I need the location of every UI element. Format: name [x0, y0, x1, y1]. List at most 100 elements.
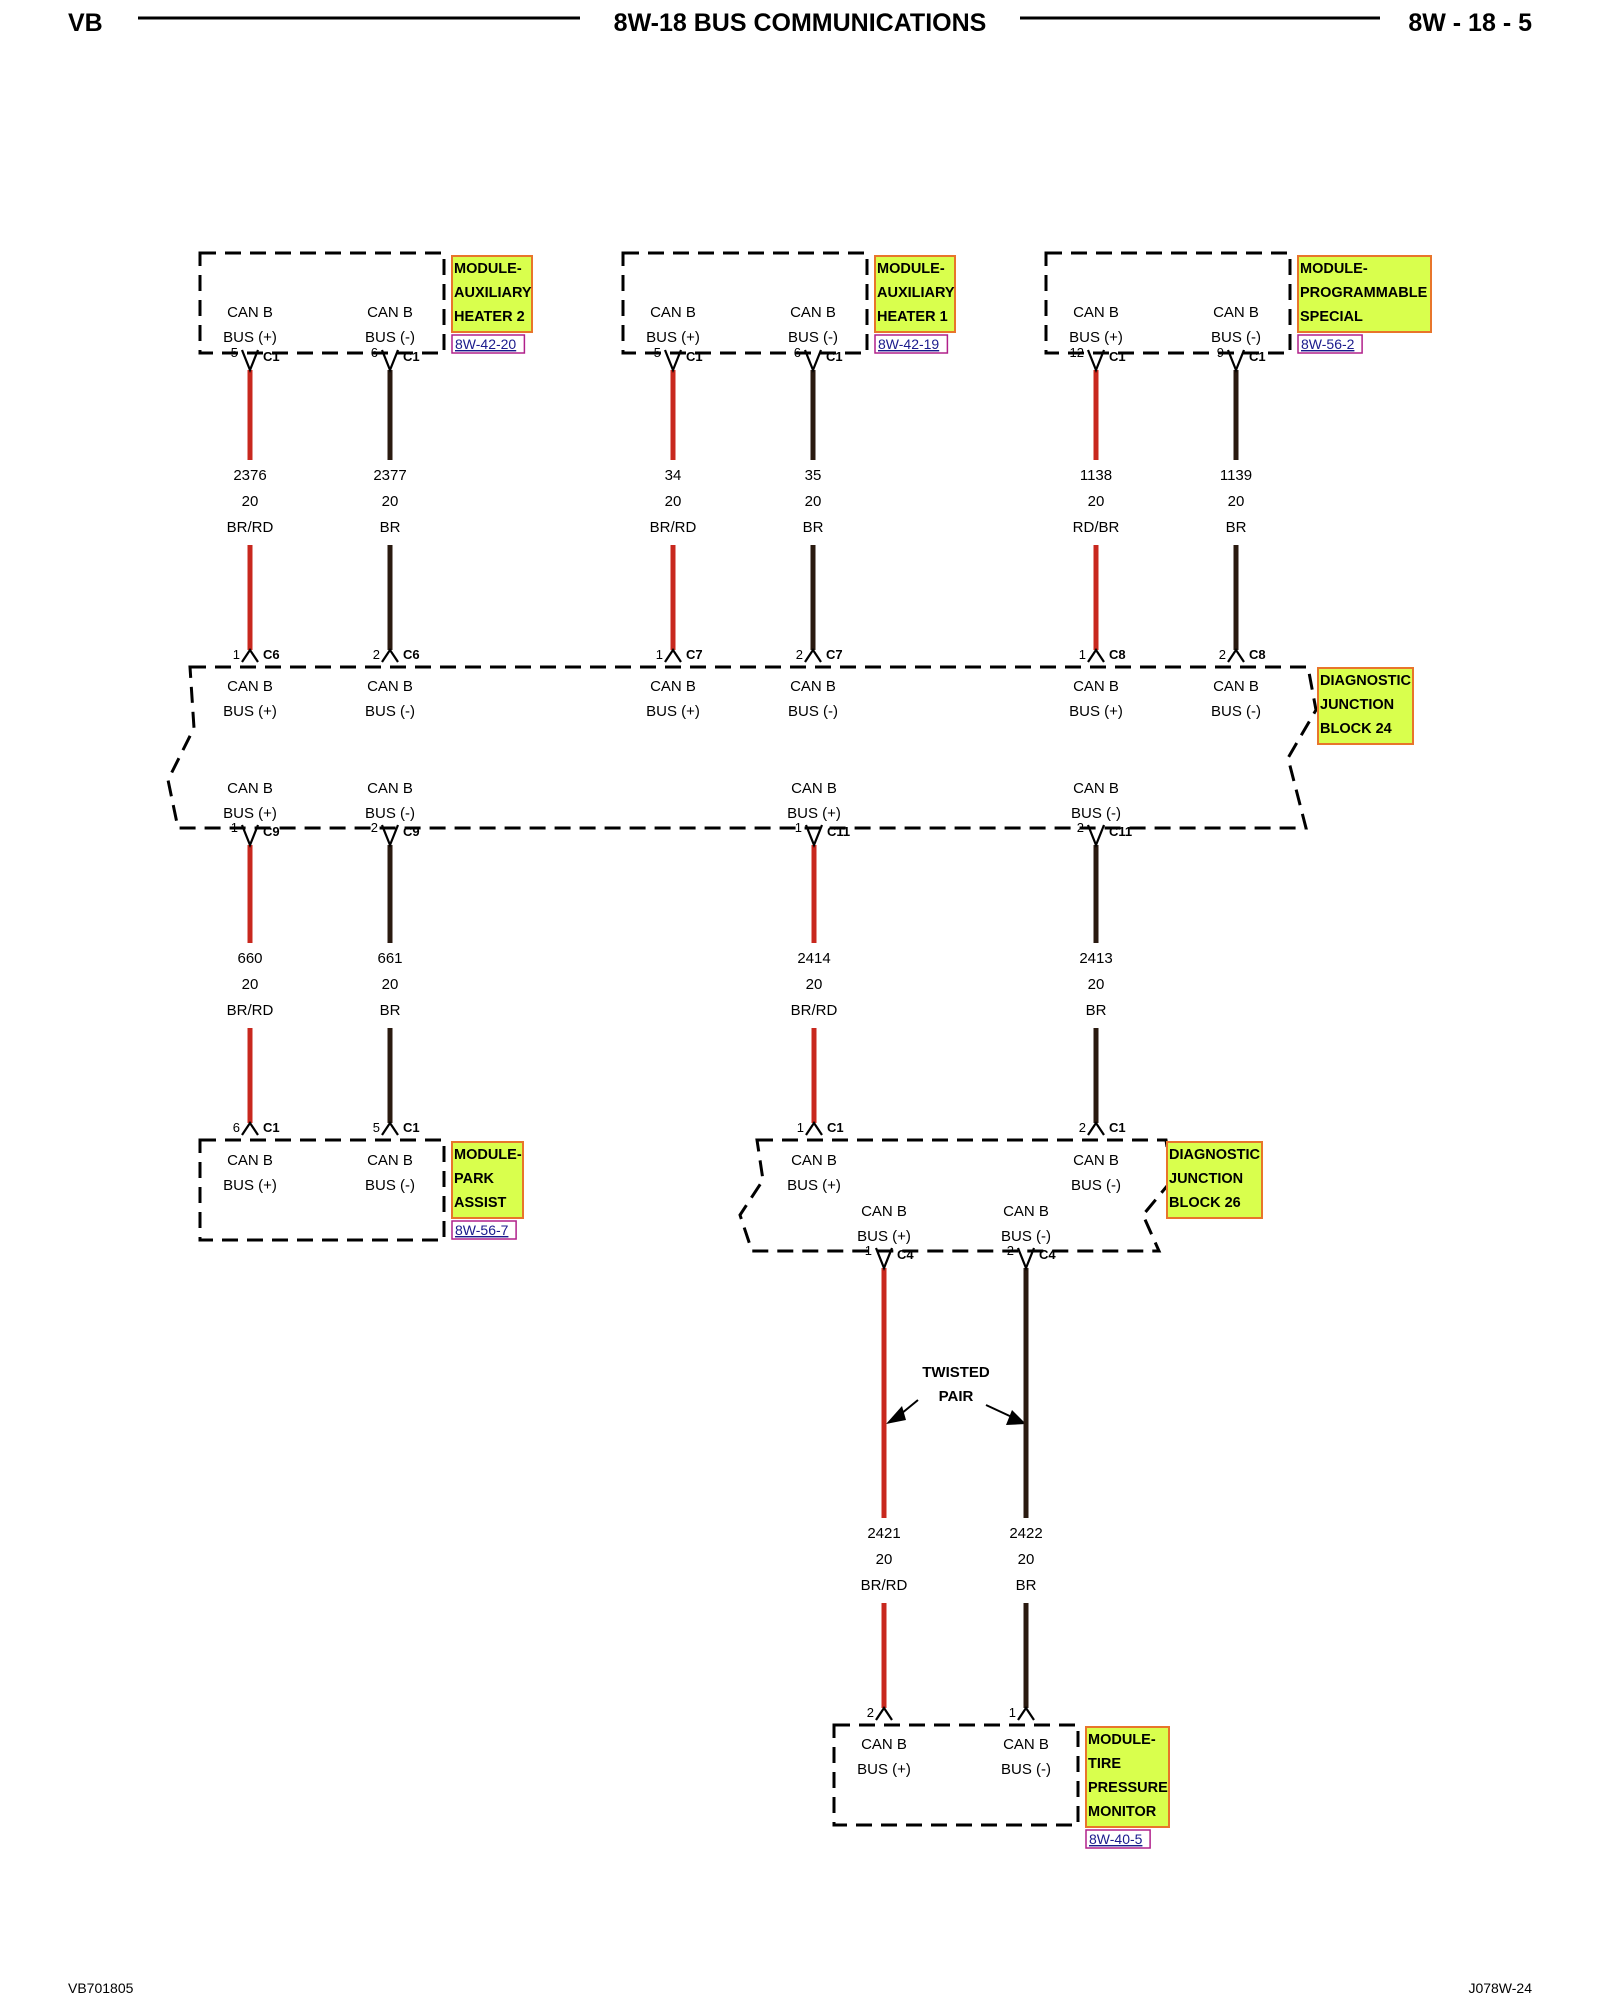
- tpm-box[interactable]: [832, 1723, 1080, 1827]
- park-assist-box[interactable]: [198, 1138, 446, 1242]
- aux-heater-1-title-line: AUXILIARY: [877, 285, 955, 301]
- aux-heater-1-ref-box[interactable]: [874, 334, 949, 354]
- park-assist-ref-box[interactable]: [451, 1220, 517, 1240]
- programmable-special-bus-plus-label: BUS (+): [1069, 329, 1123, 346]
- circuit-2421-gauge: 20: [876, 1551, 893, 1568]
- header-left: VB: [68, 9, 103, 37]
- djb-26-bus-plus-label: BUS (+): [787, 1177, 841, 1194]
- circuit-1139-number: 1139: [1220, 467, 1252, 484]
- aux-heater-1-callout[interactable]: [874, 255, 956, 333]
- programmable-special-title-line: MODULE-: [1300, 261, 1368, 277]
- djb-26-can-b-label: CAN B: [1073, 1152, 1119, 1169]
- connector-2376-top: C1: [263, 349, 280, 364]
- connector-660-top: C9: [263, 824, 280, 839]
- aux-heater-2-title-line: MODULE-: [454, 261, 522, 277]
- programmable-special-box[interactable]: [1044, 251, 1292, 355]
- djb-24-can-b-label: CAN B: [1213, 678, 1259, 695]
- aux-heater-2-bus-plus-label: BUS (+): [223, 329, 277, 346]
- pin-660-top: 1: [231, 820, 238, 835]
- djb-24-can-b-label: CAN B: [650, 678, 696, 695]
- terminal-2413-bottom: [1087, 1121, 1105, 1136]
- pair-label: PAIR: [939, 1388, 974, 1405]
- djb-24-can-b-label: CAN B: [367, 678, 413, 695]
- djb-24-box[interactable]: [166, 665, 1318, 830]
- djb-26-box[interactable]: [738, 1138, 1174, 1253]
- programmable-special-ref-link[interactable]: 8W-56-2: [1301, 336, 1355, 352]
- djb-24-title-line: DIAGNOSTIC: [1320, 673, 1412, 689]
- pin-2377-bottom: 2: [373, 647, 380, 662]
- tpm-title-line: MONITOR: [1088, 1804, 1157, 1820]
- connector-1138-bottom: C8: [1109, 647, 1126, 662]
- terminal-2414-bottom: [805, 1121, 823, 1136]
- programmable-special-title-line: SPECIAL: [1300, 309, 1363, 325]
- connector-35-top: C1: [826, 349, 843, 364]
- aux-heater-2-box[interactable]: [198, 251, 446, 355]
- terminal-1138-bottom: [1087, 648, 1105, 663]
- aux-heater-2-can-b-label: CAN B: [227, 304, 273, 321]
- connector-2377-top: C1: [403, 349, 420, 364]
- djb-26-bus-minus-label: BUS (-): [1071, 1177, 1121, 1194]
- terminal-2377-top: [380, 349, 400, 373]
- djb-24-title-line: BLOCK 24: [1320, 721, 1392, 737]
- park-assist-bus-plus-label: BUS (+): [223, 1177, 277, 1194]
- djb-24-bus-plus-label: BUS (+): [787, 805, 841, 822]
- pin-661-bottom: 5: [373, 1120, 380, 1135]
- connector-2413-top: C11: [1109, 824, 1132, 839]
- tpm-bus-plus-label: BUS (+): [857, 1761, 911, 1778]
- page-header: VB 8W-18 BUS COMMUNICATIONS 8W - 18 - 5: [68, 9, 1532, 37]
- pin-661-top: 2: [371, 820, 378, 835]
- twisted-label: TWISTED: [922, 1364, 990, 1381]
- circuit-1138-color: RD/BR: [1073, 519, 1120, 536]
- twisted-pair-note: TWISTED PAIR: [886, 1364, 1026, 1425]
- circuit-660-gauge: 20: [242, 976, 259, 993]
- circuit-2377-gauge: 20: [382, 493, 399, 510]
- aux-heater-1-box[interactable]: [621, 251, 869, 355]
- terminal-34-bottom: [664, 648, 682, 663]
- aux-heater-2-callout[interactable]: [451, 255, 533, 333]
- tpm-callout[interactable]: [1085, 1726, 1170, 1828]
- connector-35-bottom: C7: [826, 647, 843, 662]
- connector-660-bottom: C1: [263, 1120, 280, 1135]
- circuit-2413-number: 2413: [1079, 950, 1112, 967]
- programmable-special-bus-minus-label: BUS (-): [1211, 329, 1261, 346]
- park-assist-callout[interactable]: [451, 1141, 524, 1219]
- djb-26-title-line: JUNCTION: [1169, 1171, 1243, 1187]
- pin-1138-bottom: 1: [1079, 647, 1086, 662]
- djb-24-can-b-label: CAN B: [367, 780, 413, 797]
- tpm-title-line: TIRE: [1088, 1756, 1121, 1772]
- aux-heater-2-ref-box[interactable]: [451, 334, 526, 354]
- djb-24-callout[interactable]: [1317, 667, 1414, 745]
- connector-2414-bottom: C1: [827, 1120, 844, 1135]
- djb-24-bus-plus-label: BUS (+): [223, 805, 277, 822]
- aux-heater-1-ref-link[interactable]: 8W-42-19: [878, 336, 939, 352]
- pin-2414-top: 1: [795, 820, 802, 835]
- programmable-special-ref-box[interactable]: [1297, 334, 1363, 354]
- pin-2376-top: 5: [231, 345, 238, 360]
- circuit-2376-color: BR/RD: [227, 519, 274, 536]
- programmable-special-callout[interactable]: [1297, 255, 1432, 333]
- terminal-1138-top: [1086, 349, 1106, 373]
- circuit-2377-color: BR: [380, 519, 401, 536]
- aux-heater-2-bus-minus-label: BUS (-): [365, 329, 415, 346]
- djb-24-can-b-label: CAN B: [227, 678, 273, 695]
- terminal-660-top: [240, 824, 260, 848]
- park-assist-ref-link[interactable]: 8W-56-7: [455, 1222, 509, 1238]
- circuit-2422-gauge: 20: [1018, 1551, 1035, 1568]
- pin-1139-top: 9: [1217, 345, 1224, 360]
- circuit-2413-color: BR: [1086, 1002, 1107, 1019]
- terminal-2421-bottom: [875, 1706, 893, 1721]
- djb-26-callout[interactable]: [1166, 1141, 1263, 1219]
- circuit-35-color: BR: [803, 519, 824, 536]
- terminal-2422-top: [1016, 1247, 1036, 1271]
- circuit-2377-number: 2377: [373, 467, 406, 484]
- tpm-ref-box[interactable]: [1085, 1829, 1151, 1849]
- circuit-2413-gauge: 20: [1088, 976, 1105, 993]
- programmable-special-can-b-label: CAN B: [1073, 304, 1119, 321]
- aux-heater-2-ref-link[interactable]: 8W-42-20: [455, 336, 516, 352]
- park-assist-title-line: MODULE-: [454, 1147, 522, 1163]
- page-number: 8W - 18 - 5: [1408, 9, 1532, 37]
- tpm-ref-link[interactable]: 8W-40-5: [1089, 1831, 1143, 1847]
- djb-24-bus-minus-label: BUS (-): [365, 805, 415, 822]
- aux-heater-1-can-b-label: CAN B: [650, 304, 696, 321]
- circuit-2421-color: BR/RD: [861, 1577, 908, 1594]
